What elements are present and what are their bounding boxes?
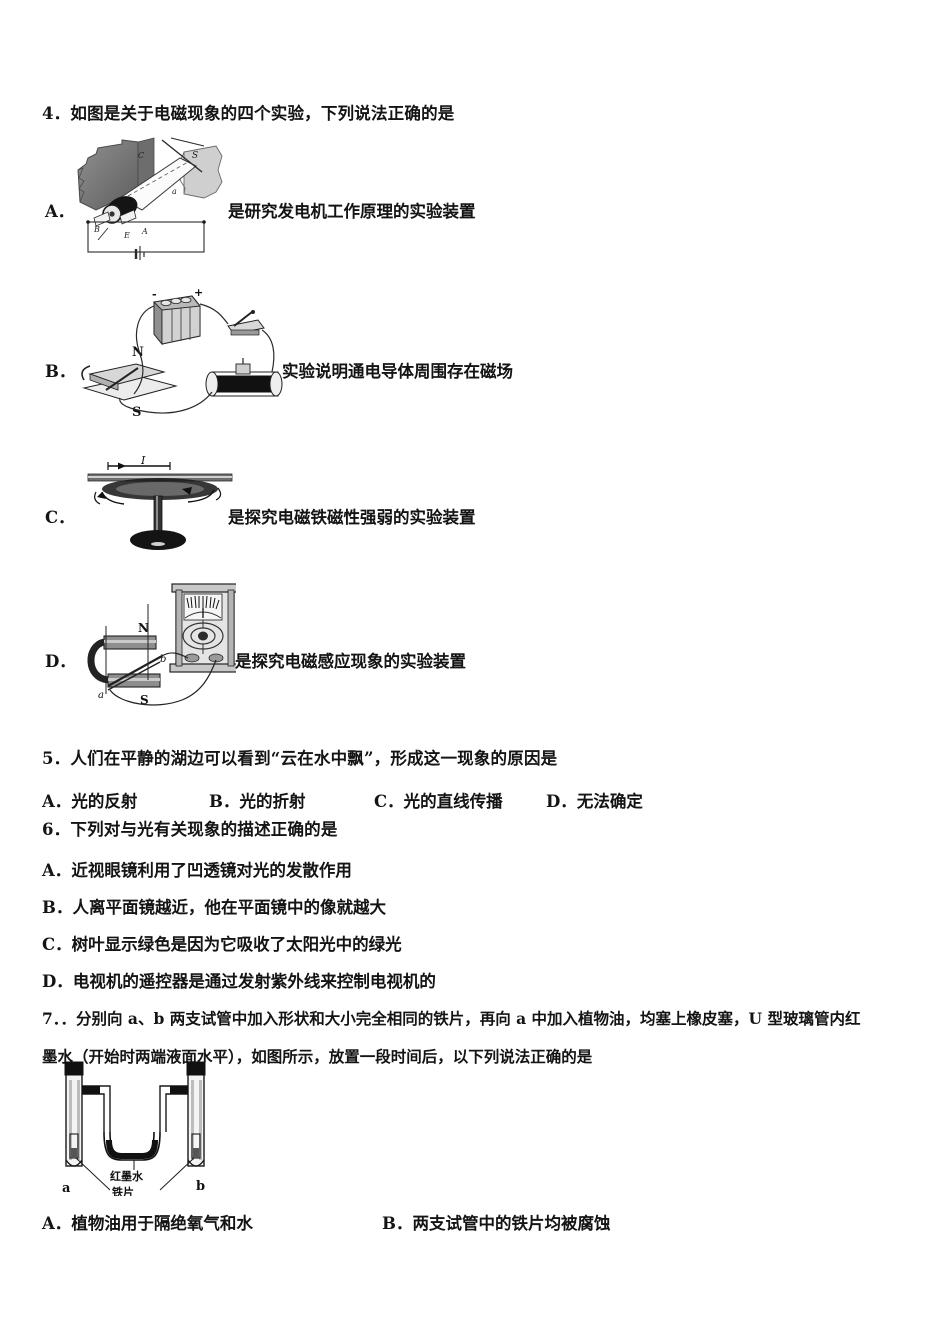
question-7-option-b-text: 两支试管中的铁片均被腐蚀: [412, 1214, 611, 1233]
tube-a-label: a: [62, 1181, 71, 1196]
question-4-option-c-letter: C．: [45, 508, 75, 527]
question-6-option-d-letter: D．: [42, 972, 73, 991]
question-7-option-b: B．两支试管中的铁片均被腐蚀: [382, 1210, 610, 1234]
question-7-option-b-letter: B．: [382, 1214, 413, 1233]
question-5-option-a: A．光的反射: [42, 788, 137, 812]
question-6-stem: 6．下列对与光有关现象的描述正确的是: [42, 820, 338, 839]
question-6-option-c-letter: C．: [42, 935, 72, 954]
question-7-option-a-letter: A．: [42, 1214, 72, 1233]
question-6-option-a: A．近视眼镜利用了凹透镜对光的发散作用: [42, 857, 352, 881]
svg-text:S: S: [192, 151, 198, 161]
question-5-option-c: C．光的直线传播: [374, 788, 503, 812]
question-4-option-c-text: 是探究电磁铁磁性强弱的实验装置: [228, 508, 476, 527]
magnet-coil-circuit-diagram: C S a B E A: [76, 136, 224, 260]
question-5-stem: 5．人们在平静的湖边可以看到“云在水中飘”，形成这一现象的原因是: [42, 749, 558, 768]
question-4-option-d-letter: D．: [45, 652, 76, 671]
svg-text:E: E: [123, 231, 130, 240]
question-7-stem-line-1: 7．．分别向 a、b 两支试管中加入形状和大小完全相同的铁片，再向 a 中加入植…: [42, 1009, 861, 1028]
question-7-option-a: A．植物油用于隔绝氧气和水: [42, 1210, 253, 1234]
svg-text:a: a: [98, 690, 104, 701]
question-5-option-d: D．无法确定: [546, 788, 643, 812]
question-5-option-c-text: 光的直线传播: [403, 792, 503, 811]
svg-text:S: S: [132, 405, 141, 420]
question-6-option-b: B．人离平面镜越近，他在平面镜中的像就越大: [42, 894, 386, 918]
question-6-option-d-text: 电视机的遥控器是通过发射紫外线来控制电视机的: [72, 972, 436, 991]
question-6-option-a-letter: A．: [42, 861, 72, 880]
question-5-option-b-text: 光的折射: [239, 792, 306, 811]
question-4-option-a-text: 是研究发电机工作原理的实验装置: [228, 202, 476, 221]
svg-text:-: -: [152, 288, 157, 301]
question-4-option-b-letter: B．: [45, 362, 76, 381]
svg-text:I: I: [140, 456, 146, 467]
question-6-option-c-text: 树叶显示绿色是因为它吸收了太阳光中的绿光: [71, 935, 402, 954]
question-6-option-b-text: 人离平面镜越近，他在平面镜中的像就越大: [72, 898, 386, 917]
red-ink-label: 红墨水: [110, 1169, 144, 1183]
svg-text:N: N: [138, 621, 149, 635]
svg-text:B: B: [93, 225, 100, 234]
galvanometer-magnet-coil: N S a b: [86, 578, 236, 710]
svg-text:A: A: [141, 227, 148, 236]
current-carrying-wire-on-stand: I: [86, 456, 234, 554]
question-5-option-a-text: 光的反射: [71, 792, 138, 811]
question-7-stem-line-2: 墨水（开始时两端液面水平），如图所示，放置一段时间后，以下列说法正确的是: [42, 1047, 593, 1066]
oersted-battery-switch-rheostat-diagram: - + N S: [76, 288, 286, 420]
question-6-option-b-letter: B．: [42, 898, 73, 917]
question-6-option-a-text: 近视眼镜利用了凹透镜对光的发散作用: [71, 861, 352, 880]
iron-sheet-label: 铁片: [112, 1185, 134, 1196]
question-5-option-d-text: 无法确定: [576, 792, 643, 811]
svg-text:C: C: [138, 151, 144, 160]
test-tubes-u-tube-red-ink: a b 红墨水 铁片: [48, 1056, 223, 1196]
question-7-option-a-text: 植物油用于隔绝氧气和水: [71, 1214, 253, 1233]
question-4-option-b-text: 实验说明通电导体周围存在磁场: [282, 362, 513, 381]
question-4-stem: 4．如图是关于电磁现象的四个实验，下列说法正确的是: [42, 104, 455, 123]
tube-b-label: b: [196, 1179, 205, 1194]
question-4-option-d-text: 是探究电磁感应现象的实验装置: [235, 652, 466, 671]
question-5-option-c-letter: C．: [374, 792, 404, 811]
question-5-option-a-letter: A．: [42, 792, 72, 811]
svg-text:a: a: [172, 187, 177, 196]
svg-text:+: +: [194, 288, 203, 299]
question-6-option-d: D．电视机的遥控器是通过发射紫外线来控制电视机的: [42, 968, 436, 992]
question-4-option-a-letter: A．: [45, 202, 75, 221]
svg-text:b: b: [160, 654, 166, 665]
svg-text:S: S: [140, 693, 149, 707]
question-5-option-d-letter: D．: [546, 792, 577, 811]
question-5-option-b: B．光的折射: [209, 788, 305, 812]
question-6-option-c: C．树叶显示绿色是因为它吸收了太阳光中的绿光: [42, 931, 402, 955]
question-5-option-b-letter: B．: [209, 792, 240, 811]
